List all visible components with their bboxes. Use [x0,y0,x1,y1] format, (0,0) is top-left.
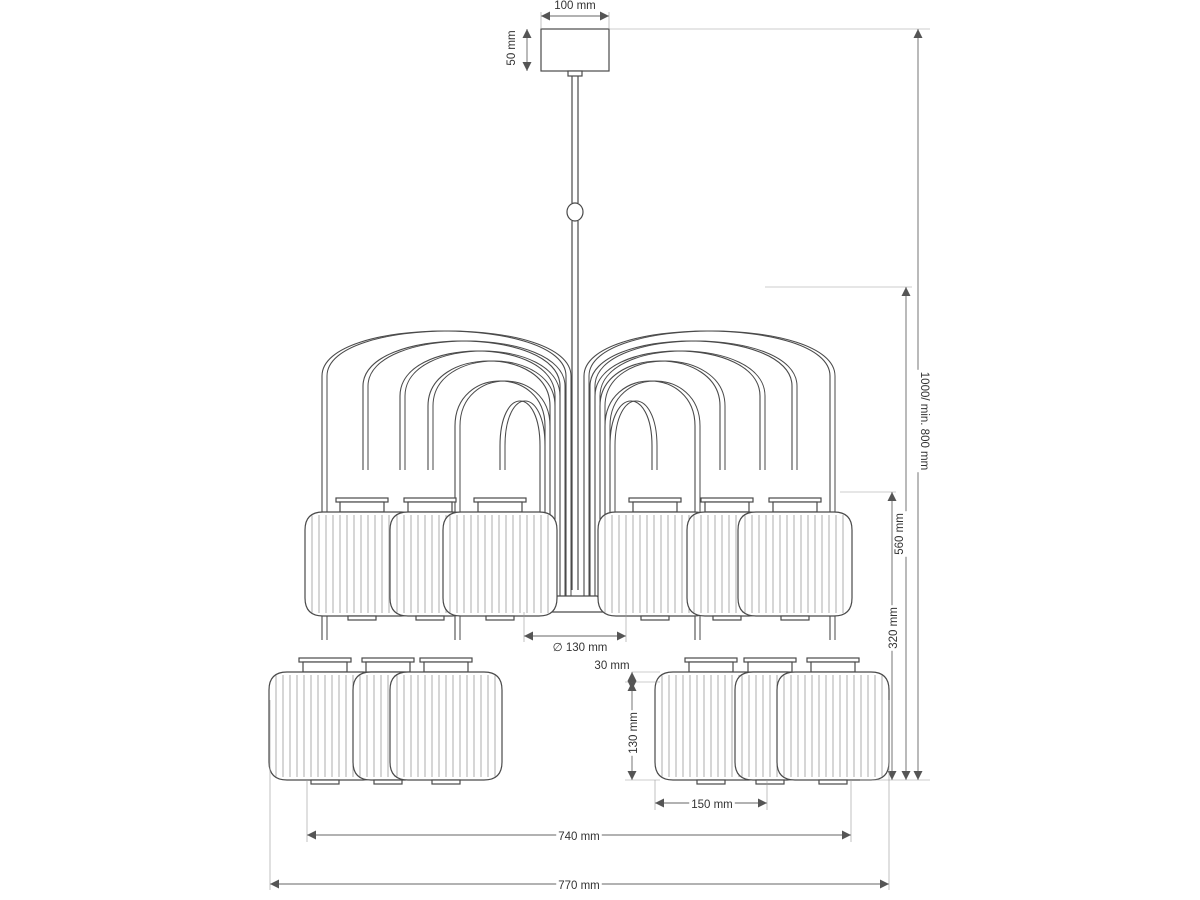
dimension-labels: 100 mm 50 mm 1000/ min. 800 mm 560 mm 32… [505,0,931,893]
ceiling-canopy [540,28,610,72]
label-background [887,605,901,651]
shade-width-label: 150 mm [691,799,733,811]
label-background [552,0,598,13]
lower-shade-3 [389,657,503,785]
curved-arm-3-inner [404,350,561,596]
label-background [689,798,735,812]
chandelier-outline [268,28,890,785]
label-background [556,830,602,844]
curved-arm-10-inner [604,360,726,596]
label-background [893,511,907,557]
cap-height-label: 30 mm [594,660,629,672]
label-background [556,879,602,893]
outer-width-label: 770 mm [558,880,600,892]
upper-shade-6 [737,497,853,621]
label-background [592,659,632,673]
upper-shade-4 [597,497,713,621]
curved-arm-9-inner [599,350,766,596]
label-background [917,369,931,473]
curved-arm-6 [499,400,541,596]
canopy-mount [567,70,583,77]
label-background [550,641,610,655]
label-background [505,28,519,68]
total-height-label: 1000/ min. 800 mm [918,372,930,470]
curved-arm-12 [609,400,653,596]
curved-arm-1-inner [326,330,572,640]
curved-arm-4-inner [432,360,556,596]
label-background [627,710,641,756]
lower-shade-6 [776,657,890,785]
inner-width-label: 740 mm [558,831,600,843]
rod-joint-ball [566,202,584,222]
curved-arm-8-inner [594,340,798,596]
shade-height-label: 130 mm [628,712,640,754]
canopy-height-label: 50 mm [506,30,518,65]
arm-height-label: 560 mm [894,513,906,555]
upper-shade-3 [442,497,558,621]
curved-arm-5-inner [459,380,551,640]
curved-arm-11-inner [609,380,701,640]
base-diameter-label: ∅ 130 mm [553,642,608,654]
curved-arm-2-inner [367,340,566,596]
curved-arm-6-inner [504,400,546,596]
canopy-width-label: 100 mm [554,0,596,12]
curved-arm-12-inner [614,400,658,596]
lower-height-label: 320 mm [888,607,900,649]
curved-arm-7-inner [588,330,836,640]
